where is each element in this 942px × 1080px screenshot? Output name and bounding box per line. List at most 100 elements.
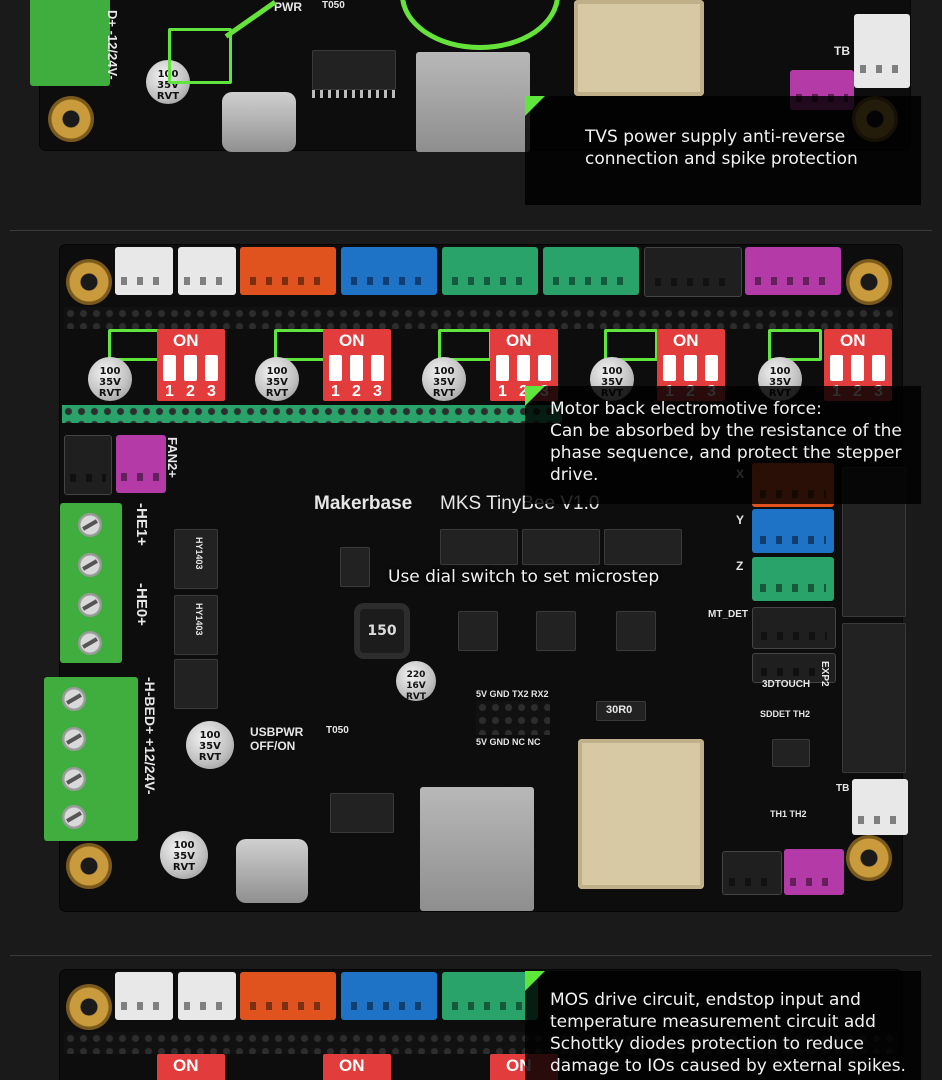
fan2-silk-label: FAN2+: [165, 437, 180, 478]
tb-label: TB: [836, 783, 850, 794]
mounting-hole: [66, 984, 112, 1030]
mounting-hole: [846, 835, 892, 881]
microstep-caption: Use dial switch to set microstep: [388, 567, 660, 587]
mounting-hole: [66, 259, 112, 305]
heater-terminal: [60, 503, 122, 663]
highlight-box: [604, 329, 658, 361]
z-axis-label: Z: [736, 559, 744, 573]
pwr-silk-label: PWR: [274, 0, 302, 14]
3dtouch-label: 3DTOUCH: [762, 679, 811, 690]
capacitor: 100 35V RVT: [422, 357, 466, 401]
shift-register-chip: [522, 529, 600, 565]
pin-header-row: [64, 307, 898, 329]
highlight-box: [768, 329, 822, 361]
mounting-hole: [48, 96, 94, 142]
bed-power-terminal: [44, 677, 138, 841]
stepper-driver-chip: [536, 611, 576, 651]
th1-connector: [722, 851, 782, 895]
capacitor: 100 35V RVT: [160, 831, 208, 879]
highlight-box: [168, 28, 232, 84]
board-top-section: D+ -12/24V- 100 35V RVT PWR T050 TB TVS …: [0, 0, 942, 230]
callout-tvs-text: TVS power supply anti-reverse connection…: [585, 127, 858, 169]
he0-silk-label: -HE0+: [133, 583, 150, 626]
sddet-label: SDDET TH2: [760, 709, 811, 719]
reset-button[interactable]: [772, 739, 810, 767]
usb-serial-chip: [330, 793, 394, 833]
power-silk-label: D+ -12/24V-: [105, 10, 120, 80]
highlight-box: [108, 329, 162, 361]
callout-mos-drive: MOS drive circuit, endstop input and tem…: [525, 971, 921, 1080]
callout-back-emf: Motor back electromotive force: Can be a…: [525, 386, 921, 504]
blue-connector: [341, 972, 437, 1020]
capacitor: 100 35V RVT: [255, 357, 299, 401]
white-connector: [854, 14, 910, 88]
board-main-section: ON 123 ON 123 ON 123 ON 123 ON 123 100 3…: [0, 231, 942, 955]
shift-register-chip: [440, 529, 518, 565]
mt-det-connector: [752, 607, 836, 649]
callout-back-emf-text: Motor back electromotive force: Can be a…: [550, 399, 902, 485]
power-terminal: [30, 0, 110, 86]
fan-connector: [64, 435, 112, 495]
y-axis-label: Y: [736, 513, 745, 527]
stepper-driver-chip: [458, 611, 498, 651]
serial-header: [476, 701, 550, 735]
callout-marker-icon: [525, 96, 545, 116]
orange-connector: [240, 972, 336, 1020]
mosfet: HY1403: [174, 529, 218, 589]
green-connector: [442, 972, 538, 1020]
board-bottom-section: ON ON ON MOS drive circuit, endstop inpu…: [0, 956, 942, 1080]
section-divider: [10, 230, 932, 231]
callout-marker-icon: [525, 971, 545, 991]
white-connector: [178, 247, 236, 295]
highlight-box: [274, 329, 328, 361]
shift-register-chip: [604, 529, 682, 565]
white-connector: [115, 972, 173, 1020]
callout-marker-icon: [525, 386, 545, 406]
fan-connector: [116, 435, 166, 493]
orange-connector: [240, 247, 336, 295]
brand-label: Makerbase: [314, 493, 413, 514]
section-divider: [10, 955, 932, 956]
capacitor: 100 35V RVT: [88, 357, 132, 401]
exp2-header: [842, 623, 906, 773]
usb-c-port: [236, 839, 308, 903]
t050-silk-label: T050: [322, 0, 345, 11]
y-endstop-connector: [752, 509, 834, 553]
tb-silk-label: TB: [834, 44, 850, 58]
usb-c-port: [222, 92, 296, 152]
inductor: 150: [354, 603, 410, 659]
mounting-hole: [66, 843, 112, 889]
white-connector: [115, 247, 173, 295]
dip-switch[interactable]: ON: [157, 1054, 225, 1080]
wifi-module: [578, 739, 704, 889]
bed-silk-label: -H-BED+ +12/24V-: [142, 677, 158, 795]
white-connector: [852, 779, 908, 835]
capacitor: 220 16V RVT: [396, 661, 436, 702]
dip-switch[interactable]: ON: [323, 1054, 391, 1080]
purple-connector: [745, 247, 841, 295]
white-connector: [178, 972, 236, 1020]
callout-tvs: TVS power supply anti-reverse connection…: [525, 96, 921, 205]
callout-mos-drive-text: MOS drive circuit, endstop input and tem…: [550, 990, 906, 1076]
z-endstop-connector: [752, 557, 834, 601]
ic-chip: [312, 50, 396, 90]
green-pin-strip: [62, 405, 562, 423]
black-connector: [644, 247, 742, 297]
resistor: 30R0: [596, 701, 646, 721]
wifi-module: [574, 0, 704, 96]
stepper-driver-chip: [616, 611, 656, 651]
mounting-hole: [846, 259, 892, 305]
ic-pins: [312, 90, 396, 98]
3dtouch-connector: [752, 653, 836, 683]
th2-connector: [784, 849, 844, 895]
usbpwr-silk-label: USBPWR OFF/ON: [250, 725, 304, 753]
t050-silk-label: T050: [326, 725, 349, 736]
blue-connector: [341, 247, 437, 295]
green-connector: [442, 247, 538, 295]
sd-card-slot: [416, 52, 530, 152]
exp2-label: EXP2: [819, 661, 830, 687]
green-connector: [543, 247, 639, 295]
thermistor-label: TH1 TH2: [770, 809, 807, 819]
